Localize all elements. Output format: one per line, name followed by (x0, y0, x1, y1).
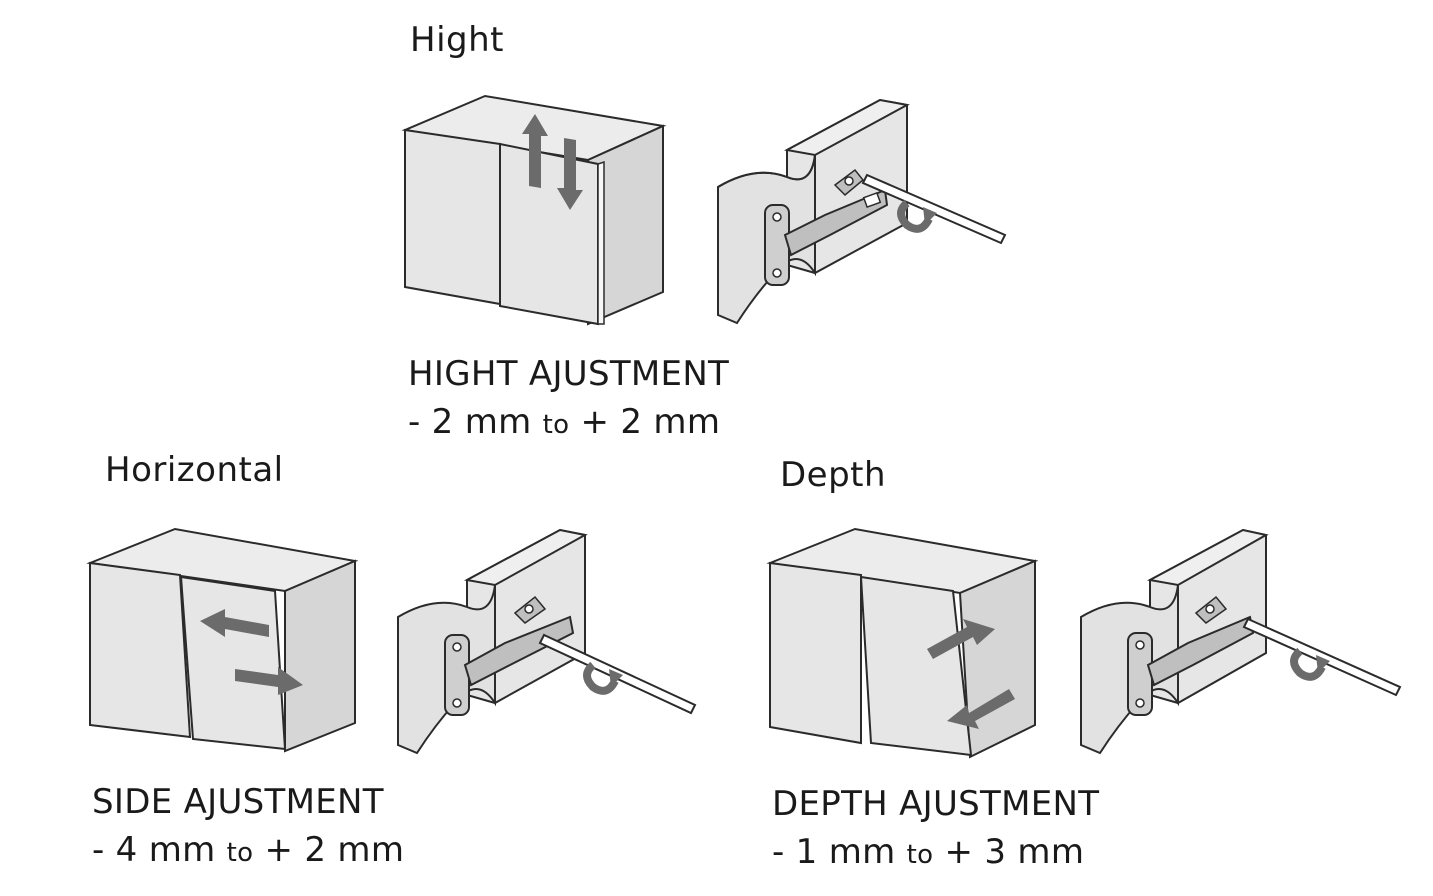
hinge-icon (1080, 528, 1402, 755)
horizontal-range-to-word: to (226, 838, 254, 868)
rotate-arrow-icon (897, 199, 937, 233)
cabinet-icon (401, 94, 667, 326)
horizontal-caption-title: SIDE AJUSTMENT (92, 782, 384, 822)
move-arrow-icon (522, 114, 583, 210)
height-range-to-word: to (542, 410, 570, 440)
depth-range-to: + 3 mm (944, 832, 1085, 872)
height-range-from: - 2 mm (408, 402, 532, 442)
screwdriver-icon (861, 173, 1007, 245)
height-caption: HIGHT AJUSTMENT - 2 mm to + 2 mm (408, 350, 729, 449)
horizontal-range: - 4 mm to + 2 mm (92, 826, 404, 877)
depth-caption: DEPTH AJUSTMENT - 1 mm to + 3 mm (772, 780, 1099, 879)
move-arrow-icon (927, 619, 1015, 729)
depth-hinge-illustration (1078, 525, 1408, 757)
hinge-icon (397, 528, 697, 755)
horizontal-cabinet-illustration (85, 525, 365, 755)
horizontal-caption: SIDE AJUSTMENT - 4 mm to + 2 mm (92, 778, 404, 877)
height-title: Hight (410, 20, 504, 60)
height-caption-title: HIGHT AJUSTMENT (408, 354, 730, 394)
rotate-arrow-icon (583, 661, 623, 695)
depth-title: Depth (780, 455, 887, 495)
height-cabinet-illustration (400, 92, 670, 332)
rotate-arrow-icon (1290, 647, 1330, 681)
height-range: - 2 mm to + 2 mm (408, 398, 729, 449)
horizontal-range-from: - 4 mm (92, 830, 216, 870)
cabinet-icon (86, 527, 359, 753)
horizontal-hinge-illustration (395, 525, 697, 757)
screwdriver-icon (1242, 617, 1402, 697)
depth-caption-title: DEPTH AJUSTMENT (772, 784, 1100, 824)
horizontal-range-to: + 2 mm (264, 830, 405, 870)
depth-cabinet-illustration (765, 525, 1045, 760)
horizontal-title: Horizontal (105, 450, 284, 490)
depth-range-from: - 1 mm (772, 832, 896, 872)
depth-range-to-word: to (906, 840, 934, 870)
hinge-icon (717, 98, 1007, 325)
move-arrow-icon (200, 609, 303, 695)
height-hinge-illustration (715, 95, 1015, 327)
cabinet-icon (766, 527, 1039, 759)
height-range-to: + 2 mm (580, 402, 721, 442)
depth-range: - 1 mm to + 3 mm (772, 828, 1099, 879)
